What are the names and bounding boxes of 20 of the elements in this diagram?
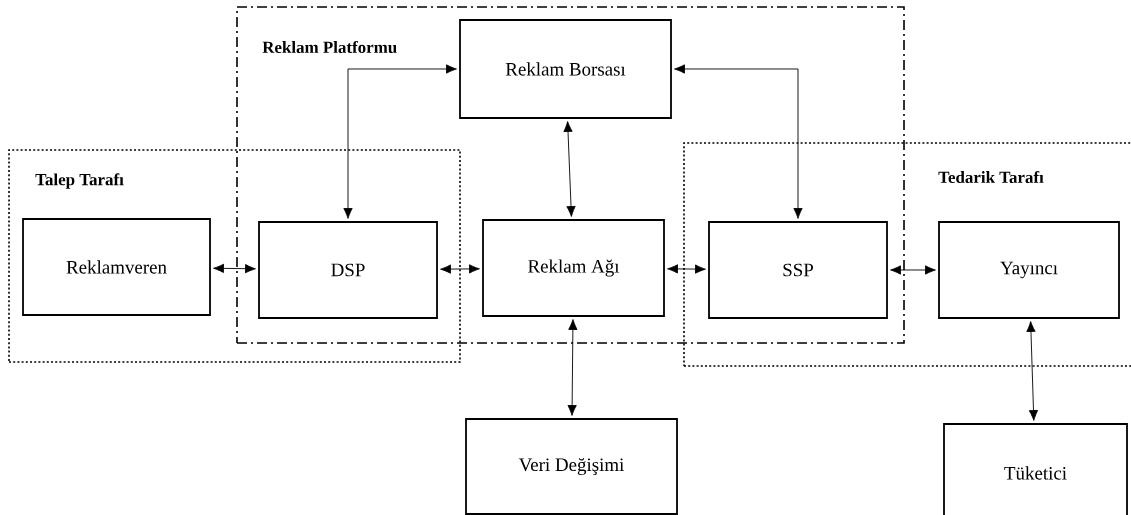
region-heading: Tedarik Tarafı xyxy=(938,170,1044,184)
process-box: Reklamveren xyxy=(22,218,211,316)
arrow xyxy=(440,264,480,274)
process-box: SSP xyxy=(708,221,888,319)
process-box: Yayıncı xyxy=(938,221,1120,319)
arrow xyxy=(1026,321,1039,421)
arrow xyxy=(343,64,457,219)
process-box: Reklam Borsası xyxy=(459,19,672,119)
process-box: Reklam Ağı xyxy=(482,219,665,317)
arrow xyxy=(667,264,706,274)
process-box: Veri Değişimi xyxy=(465,418,678,515)
arrow xyxy=(890,265,936,275)
arrow xyxy=(213,263,256,274)
arrow xyxy=(567,319,578,416)
process-box: DSP xyxy=(258,221,438,319)
process-box: Tüketici xyxy=(943,423,1128,515)
region-heading: Talep Tarafı xyxy=(35,173,124,189)
arrow xyxy=(674,64,803,219)
arrow xyxy=(563,121,576,217)
region-heading: Reklam Platformu xyxy=(262,40,397,54)
